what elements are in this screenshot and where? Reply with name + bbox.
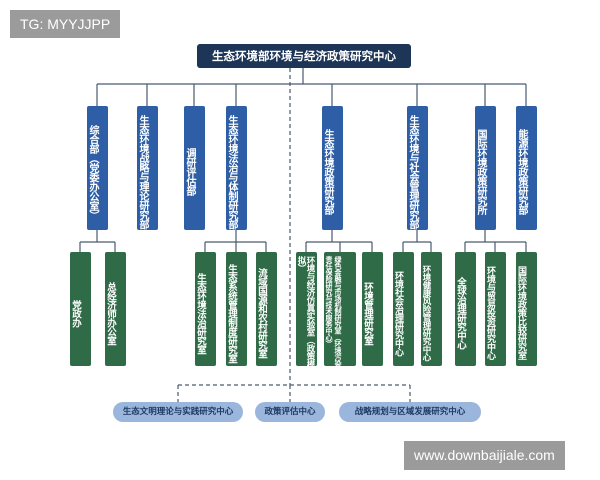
unit-law-research: 生态环境法治研究室 [195, 252, 216, 366]
unit-trade-investment: 环境与贸易投资研究中心 [485, 252, 506, 366]
dept-energy-environment: 能源环境政策研究部 [516, 106, 537, 230]
center-policy-evaluation: 政策评估中心 [255, 402, 325, 422]
dept-general-office: 综合部（党委办公室） [87, 106, 108, 230]
dept-strategy-theory: 生态环境战略与理论研究部 [137, 106, 158, 230]
unit-social-governance: 环境社会治理研究中心 [393, 252, 414, 366]
unit-international-comparison: 国际环境政策比较研究室 [516, 252, 537, 366]
watermark-bottom-right: www.downbaijiale.com [404, 441, 565, 470]
unit-ecosystem-management: 生态系统管理制度研究室 [226, 252, 247, 366]
unit-basin-rural: 流域国源和农村研究室 [256, 252, 277, 366]
dept-survey-evaluation: 调研评估部 [184, 106, 205, 230]
unit-party-office: 党政办 [70, 252, 91, 366]
unit-simulation-lab: 环境与经济仿真实验室（政策模拟） [296, 252, 317, 366]
watermark-top-left: TG: MYYJJPP [10, 10, 121, 38]
dept-international-policy: 国际环境政策研究所 [475, 106, 496, 230]
center-strategic-planning: 战略规划与区域发展研究中心 [339, 402, 481, 422]
unit-env-management: 环境管理研究室 [362, 252, 383, 366]
unit-health-risk: 环境健康风险管理研究中心 [421, 252, 442, 366]
dept-law-institution: 生态环境法治与体制研究部 [226, 106, 247, 230]
center-eco-civilization: 生态文明理论与实践研究中心 [113, 402, 243, 422]
dept-policy-research: 生态环境政策研究部 [322, 106, 343, 230]
unit-green-finance: 绿色金融与市场机制研究室（环境污染责任保险研究与技术服务中心） [324, 252, 356, 366]
unit-global-governance: 全球治理研究中心 [455, 252, 476, 366]
unit-chief-economist-office: 总经济师办公室 [105, 252, 126, 366]
dept-social-management: 生态环境与社会管理研究部 [407, 106, 428, 230]
org-root: 生态环境部环境与经济政策研究中心 [197, 44, 411, 68]
